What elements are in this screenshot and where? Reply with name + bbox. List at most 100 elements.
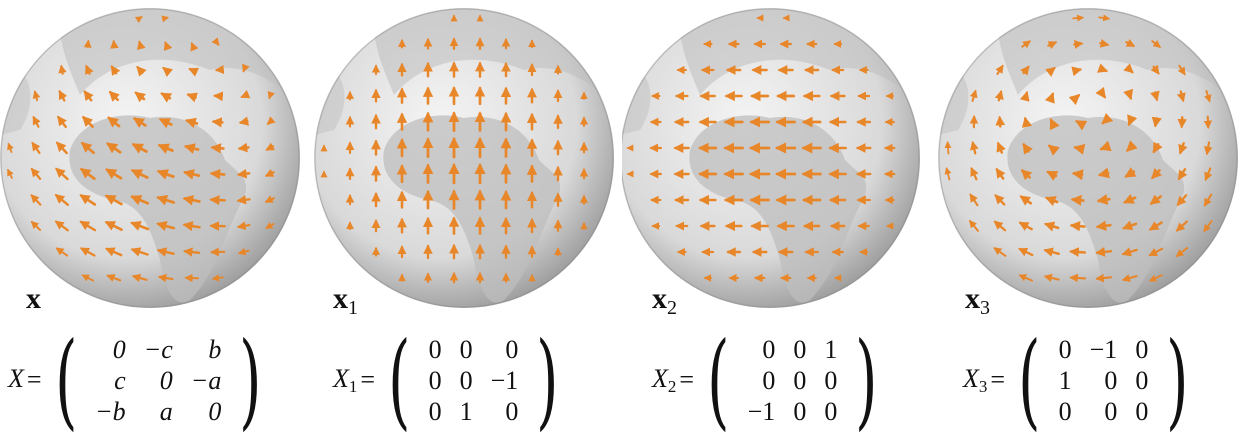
field-arrow: [190, 69, 194, 71]
matrix-cell: 0: [420, 365, 451, 396]
field-arrow: [1025, 119, 1026, 126]
field-arrow: [1071, 251, 1085, 252]
field-arrow: [241, 121, 248, 122]
matrix-cell: a: [135, 396, 182, 427]
matrix-cell: 0: [1081, 365, 1127, 396]
matrix-cell: −c: [135, 334, 182, 365]
field-arrow: [1102, 69, 1106, 71]
matrix-cell: 1: [1050, 365, 1081, 396]
matrix-cell: 0: [784, 365, 815, 396]
field-label-x1: x1: [333, 284, 358, 323]
field-arrow: [1155, 118, 1156, 125]
equals-sign: =: [360, 365, 375, 395]
globe-x1: [311, 0, 622, 320]
matrix-cell: 0: [1050, 334, 1081, 365]
field-arrow: [214, 122, 223, 123]
field-arrow: [1182, 117, 1183, 126]
field-arrow: [1097, 251, 1111, 253]
field-arrow: [269, 94, 270, 98]
matrix-cell: −a: [182, 365, 231, 396]
matrix-cell: 0: [420, 396, 451, 427]
field-arrow: [139, 42, 140, 46]
field-arrow: [1075, 147, 1080, 148]
matrix-cell: c: [86, 365, 135, 396]
field-arrow: [1076, 69, 1080, 70]
right-paren: ): [855, 330, 877, 430]
equation-lhs: X3: [963, 364, 987, 397]
field-arrow: [1071, 278, 1085, 279]
field-arrow: [61, 66, 62, 74]
matrix-cell: 1: [451, 396, 482, 427]
field-arrow: [1103, 95, 1104, 97]
matrix-cell: −1: [739, 396, 785, 427]
field-arrow: [1129, 94, 1130, 98]
matrix-cell: 0: [420, 334, 451, 365]
right-paren: ): [239, 330, 261, 430]
field-arrow: [211, 200, 224, 201]
field-label-x2: x2: [652, 284, 677, 323]
matrix-cell: 0: [451, 334, 482, 365]
globe-x2: [622, 0, 933, 320]
equation-lhs: X2: [652, 364, 676, 397]
field-arrow: [1074, 173, 1082, 174]
matrix-cell: 0: [739, 334, 785, 365]
field-arrow: [1051, 120, 1053, 124]
equals-sign: =: [27, 365, 42, 395]
field-arrow: [166, 43, 167, 46]
equals-sign: =: [990, 365, 1005, 395]
left-paren: (: [388, 330, 410, 430]
field-arrow: [1100, 43, 1107, 45]
field-arrow: [1000, 118, 1001, 127]
matrix-cell: 0: [451, 365, 482, 396]
matrix-cell: −1: [482, 365, 528, 396]
matrix-cell: −b: [86, 396, 135, 427]
equation-lhs: X: [8, 364, 24, 397]
field-arrow: [1103, 121, 1105, 123]
field-arrow: [948, 142, 949, 153]
field-arrow: [242, 95, 246, 97]
matrix-cell: 0: [182, 396, 231, 427]
field-arrow: [1072, 225, 1085, 226]
field-arrow: [1129, 120, 1131, 125]
matrix-cell: b: [182, 334, 231, 365]
matrix-cell: 0: [1081, 396, 1127, 427]
field-arrow: [239, 173, 249, 174]
field-arrow: [88, 41, 89, 47]
field-arrow: [114, 41, 115, 46]
field-arrow: [1077, 95, 1078, 96]
equation-lhs: X1: [333, 364, 357, 397]
field-arrow: [164, 18, 167, 19]
field-arrow: [212, 173, 224, 174]
globe-x: [0, 0, 311, 320]
field-arrow: [1097, 277, 1111, 278]
field-label-x3: x3: [965, 284, 990, 323]
field-arrow: [1098, 225, 1111, 227]
field-arrow: [1073, 199, 1084, 200]
field-arrow: [244, 69, 245, 71]
left-paren: (: [1018, 330, 1040, 430]
field-arrow: [240, 147, 249, 148]
field-arrow: [238, 199, 249, 200]
matrix-cell: 0: [482, 334, 528, 365]
field-arrow: [1099, 199, 1109, 201]
right-paren: ): [1166, 330, 1188, 430]
matrix-cell: 0: [1126, 334, 1157, 365]
left-paren: (: [707, 330, 729, 430]
field-arrow: [1025, 93, 1027, 99]
matrix-cell: 0: [784, 334, 815, 365]
matrix-cell: 0: [815, 365, 846, 396]
right-paren: ): [536, 330, 558, 430]
matrix-cell: 0: [86, 334, 135, 365]
matrix-cell: 0: [135, 365, 182, 396]
